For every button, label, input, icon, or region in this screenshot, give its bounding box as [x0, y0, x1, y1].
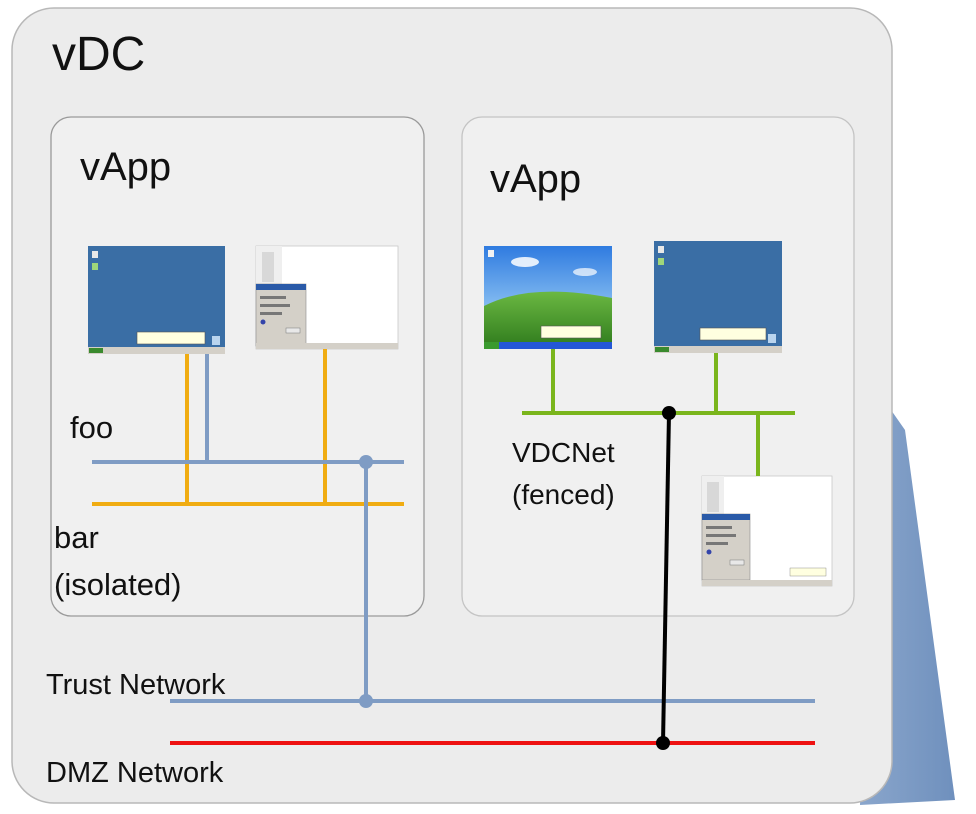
fenced-uplink	[656, 406, 676, 750]
vdcnet-network-sublabel: (fenced)	[512, 479, 615, 510]
vdcnet-network-label: VDCNet	[512, 437, 615, 468]
bar-network-sublabel: (isolated)	[54, 567, 182, 602]
vm-thumbnail-dialog-2	[701, 475, 833, 587]
vm-thumbnail-dialog-1	[255, 245, 399, 350]
vdcnet-network	[522, 349, 795, 476]
vapp-left-container	[50, 116, 425, 617]
vm-thumbnail-desktop-1	[88, 246, 225, 354]
vm-thumbnail-xp-desktop	[484, 246, 612, 349]
vm-thumbnail-desktop-2	[654, 241, 782, 353]
foo-network	[92, 354, 404, 464]
vapp-left-label: vApp	[80, 145, 171, 189]
trust-network-label: Trust Network	[46, 669, 226, 701]
vdc-label: vDC	[52, 28, 145, 81]
foo-to-trust-link	[359, 455, 373, 708]
bar-network-label: bar	[54, 520, 99, 555]
dmz-network-label: DMZ Network	[46, 757, 224, 789]
vapp-right-label: vApp	[490, 157, 581, 201]
bar-network	[92, 349, 404, 506]
foo-network-label: foo	[70, 410, 113, 445]
